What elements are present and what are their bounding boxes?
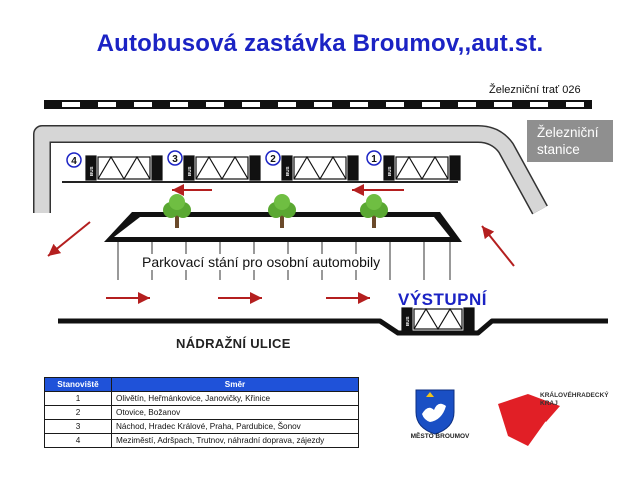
table-cell-direction: Meziměstí, Adršpach, Trutnov, náhradní d… [111, 433, 359, 448]
street-curb [58, 318, 608, 336]
table-row: 1 Olivětín, Heřmánkovice, Janovičky, Kři… [44, 391, 359, 406]
table-cell-stop: 1 [44, 391, 112, 406]
bus-shelters [85, 155, 461, 181]
tree-icon [163, 194, 191, 228]
table-header-direction: Směr [111, 377, 359, 392]
exit-stop-label: VÝSTUPNÍ [398, 290, 488, 309]
tree-icons [163, 194, 388, 228]
table-row: 4 Meziměstí, Adršpach, Trutnov, náhradní… [44, 433, 359, 448]
bus-label-exit: BUS [405, 316, 410, 326]
table-cell-direction: Olivětín, Heřmánkovice, Janovičky, Křini… [111, 391, 359, 406]
bus-label-3: BUS [187, 166, 192, 176]
railway-station-box: Železniční stanice [527, 120, 613, 162]
tree-icon [360, 194, 388, 228]
parking-label: Parkovací stání pro osobní automobily [140, 254, 383, 270]
station-label-line2: stanice [537, 142, 580, 157]
bus-label-1: BUS [387, 166, 392, 176]
table-cell-stop: 2 [44, 405, 112, 420]
table-header-stop: Stanoviště [44, 377, 112, 392]
table-cell-stop: 4 [44, 433, 112, 448]
exit-shelter [401, 307, 475, 331]
table-cell-direction: Náchod, Hradec Králové, Praha, Pardubice… [111, 419, 359, 434]
table-row: 2 Otovice, Božanov [44, 405, 359, 420]
table-row: 3 Náchod, Hradec Králové, Praha, Pardubi… [44, 419, 359, 434]
page-title: Autobusová zastávka Broumov,,aut.st. [96, 30, 544, 57]
stop-number-3: 3 [172, 154, 178, 165]
town-logo-label: MĚSTO BROUMOV [410, 433, 470, 440]
bus-label-4: BUS [89, 166, 94, 176]
railway-track [44, 100, 592, 109]
tree-icon [268, 194, 296, 228]
street-label: NÁDRAŽNÍ ULICE [176, 336, 291, 351]
stop-markers: 4 3 2 1 [66, 150, 382, 168]
bay-direction-arrows [47, 184, 515, 267]
stop-number-4: 4 [71, 156, 77, 167]
bus-bay-road [33, 125, 548, 215]
stop-number-1: 1 [371, 154, 377, 165]
broumov-coat-of-arms-icon [415, 389, 455, 435]
stop-directions-table: Stanoviště Směr 1 Olivětín, Heřmánkovice… [44, 377, 359, 448]
table-cell-direction: Otovice, Božanov [111, 405, 359, 420]
bus-label-2: BUS [285, 166, 290, 176]
stop-number-2: 2 [270, 154, 276, 165]
table-cell-stop: 3 [44, 419, 112, 434]
bus-post-labels: BUS BUS BUS BUS [89, 166, 392, 176]
station-label-line1: Železniční [537, 125, 599, 140]
region-logo-icon [498, 394, 560, 446]
region-logo-label: KRÁLOVÉHRADECKÝ KRAJ [540, 392, 609, 407]
railway-label: Železniční trať 026 [489, 84, 581, 96]
